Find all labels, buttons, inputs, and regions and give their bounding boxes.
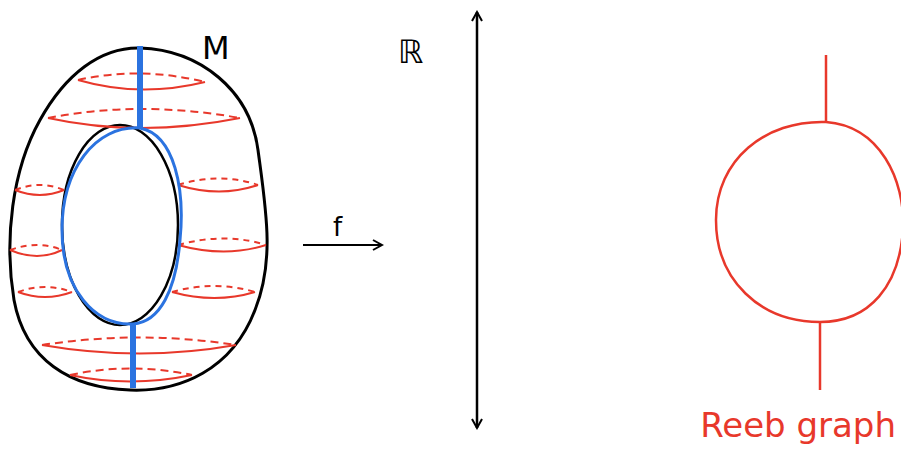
embedded-reeb-graph [62,46,181,388]
space-label: M [202,32,230,64]
map-label: f [333,214,342,240]
real-line [476,12,479,428]
reeb-graph [716,55,901,390]
graph-caption: Reeb graph [700,408,896,442]
codomain-label: ℝ [398,36,423,68]
map-arrow [303,244,382,246]
